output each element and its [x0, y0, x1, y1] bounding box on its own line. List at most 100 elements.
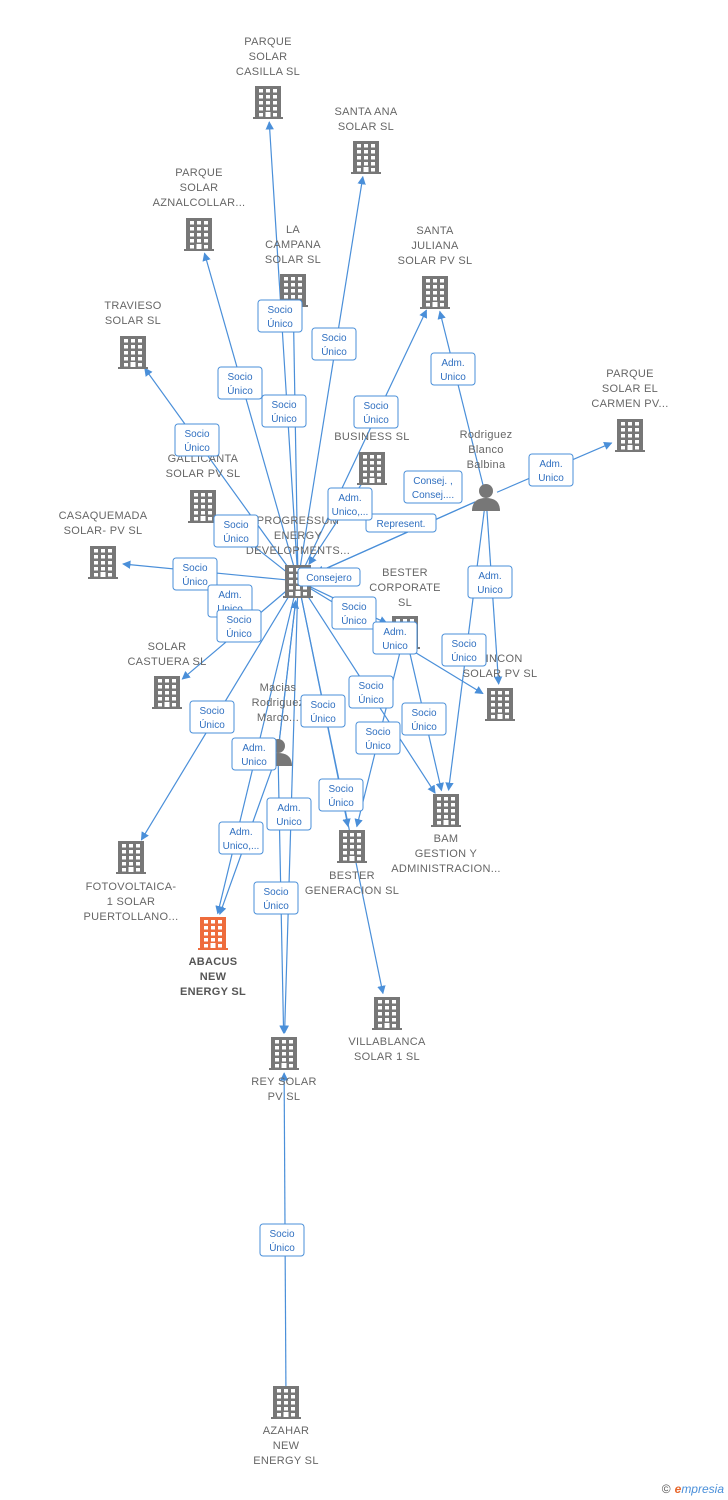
node-label: RINCON — [477, 653, 522, 665]
node-label: 1 SOLAR — [107, 896, 156, 908]
node-label: Macias — [260, 682, 297, 694]
node-label: AZAHAR — [263, 1425, 309, 1437]
copyright-symbol: © — [661, 1482, 671, 1496]
node-label: Blanco — [468, 444, 503, 456]
node-label: PV SL — [268, 1091, 301, 1103]
node-fotovoltaica[interactable]: FOTOVOLTAICA- 1 SOLAR PUERTOLLANO... — [84, 841, 179, 923]
edge-label-text: Único — [226, 627, 252, 640]
node-label: BAM — [434, 833, 459, 845]
edge-label[interactable]: Consejero — [297, 567, 361, 587]
edge-label-text: Socio — [199, 706, 224, 717]
node-label: CORPORATE — [369, 582, 441, 594]
edge-progressum-travieso — [144, 367, 292, 572]
node-label: FOTOVOLTAICA- — [86, 881, 177, 893]
edge-label-text: Socio — [227, 372, 252, 383]
node-aznalcollar[interactable]: PARQUESOLARAZNALCOLLAR... — [153, 167, 246, 251]
node-label: SOLAR 1 SL — [354, 1051, 420, 1063]
person-icon — [472, 484, 500, 511]
edge-label[interactable]: Represent. — [365, 513, 437, 533]
edge-label-text: Único — [363, 413, 389, 426]
node-label: NEW — [273, 1440, 300, 1452]
edge-label[interactable]: Consej. ,Consej.... — [403, 470, 463, 504]
building-icon — [372, 997, 402, 1030]
footer-brand[interactable]: ©empresia — [662, 1482, 724, 1496]
edge-label-text: Consej. , — [413, 476, 452, 487]
edge-label-text: Único — [341, 614, 367, 627]
node-label: SOLAR — [249, 51, 288, 63]
edge-label[interactable]: Adm.Unico — [528, 453, 574, 487]
edge-label-text: Único — [321, 345, 347, 358]
node-label: Balbina — [467, 459, 506, 471]
building-icon — [269, 1037, 299, 1070]
node-azahar[interactable]: AZAHAR NEW ENERGY SL — [253, 1386, 318, 1467]
edge-label[interactable]: Adm.Unico,... — [327, 487, 373, 521]
building-icon — [485, 688, 515, 721]
edge-label[interactable]: Adm.Unico — [467, 565, 513, 599]
node-label: JULIANA — [411, 240, 459, 252]
node-label: BESTER — [329, 870, 375, 882]
building-icon — [615, 419, 645, 452]
building-icon — [431, 794, 461, 827]
node-label: CASAQUEMADA — [59, 510, 148, 522]
edge-label[interactable]: Adm.Unico — [372, 621, 418, 655]
building-icon — [337, 830, 367, 863]
edge-label-text: Socio — [321, 333, 346, 344]
node-label: TRAVIESO — [104, 300, 161, 312]
edge-progressum-santajuliana — [302, 309, 427, 571]
edge-label-text: Único — [365, 739, 391, 752]
node-label: ENERGY SL — [253, 1455, 318, 1467]
edge-label-text: Único — [328, 796, 354, 809]
node-label: NEW — [200, 971, 227, 983]
node-label: SANTA ANA — [334, 106, 397, 118]
edge-label[interactable]: Adm.Unico — [231, 737, 277, 771]
edge-label[interactable]: Adm.Unico,... — [218, 821, 264, 855]
node-label: SOLAR EL — [602, 383, 658, 395]
node-label: PARQUE — [175, 167, 222, 179]
node-label: PROGRESSUM — [257, 515, 339, 527]
edge-label[interactable]: Adm.Unico — [430, 352, 476, 386]
node-label: CAMPANA — [265, 239, 321, 251]
building-icon — [271, 1386, 301, 1419]
edge-label-text: Adm. — [229, 827, 252, 838]
node-label: PUERTOLLANO... — [84, 911, 179, 923]
edge-label[interactable]: Adm.Unico — [266, 797, 312, 831]
building-icon — [198, 917, 228, 950]
node-label: SOLAR — [148, 641, 187, 653]
edge-rodriguez-progressum — [315, 501, 476, 574]
